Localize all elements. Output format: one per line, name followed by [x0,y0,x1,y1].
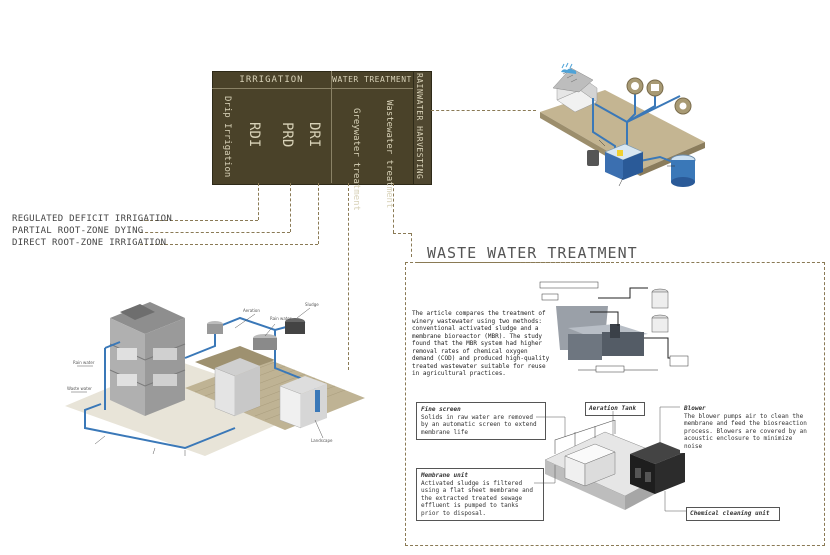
rainwater-strip [413,71,432,185]
fine-screen-title: Fine screen [421,406,461,413]
connector-rdi-v [258,183,259,220]
blower-callout: Blower The blower pumps air to clean the… [680,402,816,453]
blower-text: The blower pumps air to clean the membra… [684,412,807,450]
waste-water-treatment-panel [405,262,825,546]
connector-dri-h [140,244,318,245]
wwt-intro-text: The article compares the treatment of wi… [412,310,550,377]
mbr-plant-illustration [544,420,686,510]
svg-text:Aeration: Aeration [243,308,260,313]
svg-text:Sludge: Sludge [305,302,319,307]
system-header-box [212,71,415,185]
rainwater-harvesting-label: RAINWATER HARVESTING [415,73,424,180]
dri-label: DRI [306,122,322,148]
svg-text:Rain water: Rain water [270,316,292,321]
legend-rdi: REGULATED DEFICIT IRRIGATION [12,214,173,224]
legend-prd: PARTIAL ROOT-ZONE DYING [12,226,144,236]
connector-dri-v [318,183,319,244]
fine-screen-callout: Fine screen Solids in raw water are remo… [416,402,546,440]
aeration-tank-callout: Aeration Tank [585,402,645,416]
building-irrigation-illustration: Rain water Waste water Aeration Rain wat… [65,302,365,456]
membrane-unit-callout: Membrane unit Activated sludge is filter… [416,468,544,521]
connector-wastewater-v2 [411,233,412,257]
connector-wastewater-v [393,183,394,233]
chemical-cleaning-callout: Chemical cleaning unit [686,507,780,521]
chemical-cleaning-title: Chemical cleaning unit [690,510,770,517]
aeration-tank-title: Aeration Tank [589,405,636,412]
connector-prd-h [140,232,290,233]
membrane-unit-text: Activated sludge is filtered using a fla… [421,479,533,517]
svg-text:Rain water: Rain water [73,360,95,365]
fine-screen-text: Solids in raw water are removed by an au… [421,413,537,436]
irrigation-label: IRRIGATION [239,75,304,85]
header-divider-v [331,71,332,183]
membrane-unit-title: Membrane unit [421,472,468,479]
prd-label: PRD [279,122,295,148]
waste-water-treatment-title: WASTE WATER TREATMENT [427,244,638,262]
svg-text:Waste water: Waste water [67,386,92,391]
water-treatment-label: WATER TREATMENT [332,75,412,84]
blower-title: Blower [684,405,706,412]
drip-irrigation-label: Drip Irrigation [222,96,232,178]
wastewater-treatment-label: Wastewater treatment [384,100,394,209]
rainwater-harvesting-illustration [540,62,705,187]
header-divider-h [212,88,413,89]
connector-rdi-h [140,220,258,221]
legend-dri: DIRECT ROOT-ZONE IRRIGATION [12,238,167,248]
connector-prd-v [290,183,291,232]
rdi-label: RDI [246,122,262,148]
callout-leaders [534,406,686,512]
svg-text:Landscape: Landscape [311,438,333,443]
connector-rainwater-h [431,110,536,111]
mbr-process-schematic [539,281,689,373]
greywater-treatment-label: Greywater treatment [351,108,361,211]
connector-wastewater-h [393,233,411,234]
connector-greywater-v [348,183,349,370]
